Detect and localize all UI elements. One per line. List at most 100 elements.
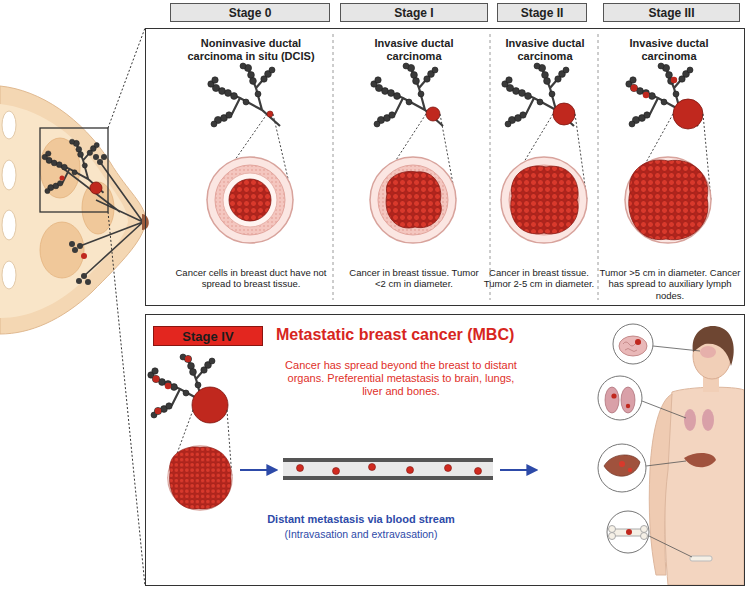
stage1-illustration [370, 63, 456, 243]
breast-illustration-part-part [2, 160, 16, 190]
organ-callouts-part [641, 526, 648, 533]
organ-callouts-part [609, 526, 616, 533]
breast-illustration-part-part [69, 241, 75, 247]
stage1-illustration-part-part [370, 157, 456, 243]
stage2-illustration-part-part [501, 157, 587, 243]
breast-illustration-part-part [40, 222, 84, 278]
organ-callouts-part-part [646, 461, 686, 466]
column-title: Invasive ductal carcinoma [495, 37, 595, 63]
breast-illustration-part-part [77, 243, 83, 249]
stage3-illustration-part-part [631, 85, 638, 92]
organ-callouts-part [605, 387, 619, 413]
panel-description: Cancer has spread beyond the breast to d… [283, 359, 519, 399]
stage3-illustration-part [625, 157, 711, 243]
stage4-illustration-part-part [169, 447, 231, 509]
stage1-illustration-part [371, 63, 443, 127]
flow-subcaption: (Intravasation and extravasation) [230, 528, 492, 541]
metastasis-panel: Metastatic breast cancer (MBC) Cancer has… [145, 314, 745, 586]
organ-callouts-part [641, 533, 648, 540]
breast-illustration-part [108, 212, 145, 586]
stage3-illustration-part-part [671, 77, 677, 83]
breast-illustration-part [0, 86, 146, 334]
organ-callouts-part [626, 529, 632, 535]
stage4-illustration-part-part [407, 467, 414, 474]
breast-illustration-part [42, 139, 103, 193]
column-description: Tumor >5 cm in diameter. Cancer has spre… [599, 267, 741, 301]
box-label: Stage I [394, 6, 433, 20]
stage1-illustration-part [370, 157, 456, 243]
stage4-illustration-part-part [165, 383, 171, 389]
stages-panel: Noninvasive ductal carcinoma in situ (DC… [145, 28, 745, 306]
column-title: Invasive ductal carcinoma [362, 37, 466, 63]
organ-callouts-part [611, 393, 616, 398]
column-title: Noninvasive ductal carcinoma in situ (DC… [176, 37, 326, 63]
stage2-illustration-part [502, 63, 574, 127]
stage1-illustration-part [426, 107, 440, 121]
stage4-illustration-part [283, 458, 493, 480]
human-figure-part [700, 346, 716, 358]
column-description: Cancer in breast tissue. Tumor <2 cm in … [348, 267, 480, 290]
stage2-illustration-part [553, 103, 575, 125]
stage0-illustration-part-part [207, 157, 293, 243]
column-description: Cancer cells in breast duct have not spr… [165, 267, 337, 290]
stage3-illustration-part-part [625, 157, 711, 243]
column-separator [333, 34, 598, 300]
organ-callouts-part [613, 324, 653, 364]
breast-illustration-part [60, 176, 65, 181]
stage2-illustration-part [501, 157, 587, 243]
box-label: Stage III [648, 6, 694, 20]
stage4-illustration-part [192, 387, 228, 423]
organ-callouts-part [619, 461, 625, 467]
breast-illustration-part [40, 138, 114, 278]
stage3-illustration-part [673, 99, 703, 129]
stage4-illustration-part [240, 469, 276, 471]
stage4-illustration-part-part [185, 356, 191, 362]
stage-header: Stage I [340, 3, 488, 22]
column-separator-part [598, 34, 599, 300]
breast-illustration [0, 28, 149, 586]
stage3-illustration-part-part [629, 160, 708, 240]
human-figure-part [665, 387, 744, 585]
stage2-illustration-part-part [511, 166, 578, 234]
stage0-illustration [207, 63, 293, 243]
stage4-illustration-part [168, 446, 233, 511]
stage4-illustration-part-part [445, 465, 452, 472]
breast-illustration-part [0, 104, 128, 318]
organ-callouts-part-part [653, 346, 700, 351]
stage4-illustration [148, 354, 536, 510]
human-figure-part [684, 409, 696, 431]
breast-illustration-part-part [72, 247, 78, 253]
stage4-illustration-part-part [297, 465, 304, 472]
stage2-illustration [501, 63, 587, 243]
organ-callouts [598, 324, 700, 557]
human-figure-part [684, 453, 716, 467]
breast-illustration-part [90, 182, 102, 194]
stage4-illustration-part-part [155, 408, 161, 414]
organ-callouts-part [609, 533, 616, 540]
stage-header: Stage 0 [170, 3, 330, 22]
organ-callouts-part [604, 455, 640, 476]
stage4-illustration-part [153, 356, 192, 414]
stage-header: Stage II [497, 3, 587, 22]
breast-illustration-part-part [97, 159, 103, 165]
stage4-illustration-part [297, 464, 482, 475]
panel-title: Metastatic breast cancer (MBC) [276, 325, 596, 344]
stage4-illustration-part-part [475, 468, 482, 475]
stage4-illustration-part-part [369, 464, 376, 471]
stage4-illustration-part-part [168, 446, 233, 511]
organ-callouts-part [619, 336, 647, 356]
breast-illustration-part [60, 162, 143, 276]
stage0-illustration-part-part [229, 179, 271, 221]
breast-illustration-part [40, 128, 108, 212]
organ-callouts-part-part [642, 401, 686, 418]
organ-callouts-part [598, 376, 642, 420]
breast-illustration-part [108, 28, 145, 128]
stage-header: Stage III [603, 3, 740, 22]
column-title: Invasive ductal carcinoma [617, 37, 721, 63]
breast-illustration-part-part [93, 154, 99, 160]
organ-callouts-part [626, 404, 630, 408]
breast-illustration-part-part [2, 210, 16, 240]
column-description: Cancer in breast tissue. Tumor 2-5 cm in… [481, 267, 597, 290]
